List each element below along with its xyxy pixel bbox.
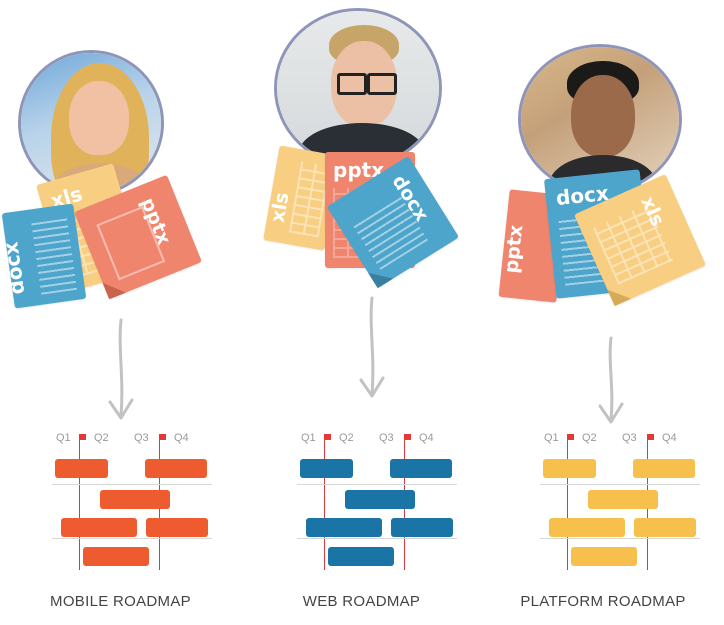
web-roadmap-title: WEB ROADMAP — [302, 593, 421, 610]
down-arrow-icon — [598, 336, 624, 424]
q3-label: Q3 — [379, 432, 394, 444]
row-divider — [297, 538, 457, 539]
row-divider — [52, 538, 212, 539]
marker-flag — [404, 434, 411, 440]
q4-label: Q4 — [419, 432, 434, 444]
man-glasses-avatar — [274, 8, 442, 168]
task-bar — [391, 518, 453, 537]
down-arrow-icon — [108, 318, 134, 420]
row-divider — [52, 484, 212, 485]
marker-flag — [159, 434, 166, 440]
task-bar — [306, 518, 382, 537]
platform-roadmap-column: pptx docx xls Q1 Q2 Q3 Q4 PLATFORM ROADM… — [482, 0, 724, 625]
mobile-roadmap-column: xls docx pptx Q1 Q2 Q3 Q4 MOBILE ROADMAP — [0, 0, 241, 625]
task-bar — [145, 459, 207, 478]
task-bar — [571, 547, 637, 566]
web-gantt-chart: Q1 Q2 Q3 Q4 — [297, 432, 457, 572]
marker-line — [567, 440, 568, 570]
task-bar — [83, 547, 149, 566]
task-bar — [390, 459, 452, 478]
q2-label: Q2 — [582, 432, 597, 444]
marker-line — [79, 440, 80, 570]
marker-flag — [647, 434, 654, 440]
task-bar — [345, 490, 415, 509]
q1-label: Q1 — [56, 432, 71, 444]
platform-roadmap-title: PLATFORM ROADMAP — [520, 593, 686, 610]
man-avatar — [518, 44, 682, 194]
q4-label: Q4 — [662, 432, 677, 444]
q3-label: Q3 — [622, 432, 637, 444]
task-bar — [634, 518, 696, 537]
row-divider — [297, 484, 457, 485]
row-divider — [540, 484, 700, 485]
marker-line — [324, 440, 325, 570]
task-bar — [588, 490, 658, 509]
web-roadmap-column: xls pptx docx Q1 Q2 Q3 Q4 WEB ROADMAP — [241, 0, 482, 625]
task-bar — [549, 518, 625, 537]
task-bar — [146, 518, 208, 537]
task-bar — [55, 459, 108, 478]
task-bar — [300, 459, 353, 478]
marker-flag — [567, 434, 574, 440]
q1-label: Q1 — [544, 432, 559, 444]
marker-flag — [324, 434, 331, 440]
q3-label: Q3 — [134, 432, 149, 444]
task-bar — [543, 459, 596, 478]
q2-label: Q2 — [94, 432, 109, 444]
row-divider — [540, 538, 700, 539]
task-bar — [100, 490, 170, 509]
task-bar — [61, 518, 137, 537]
q4-label: Q4 — [174, 432, 189, 444]
task-bar — [633, 459, 695, 478]
q1-label: Q1 — [301, 432, 316, 444]
marker-flag — [79, 434, 86, 440]
mobile-roadmap-title: MOBILE ROADMAP — [50, 593, 191, 610]
platform-gantt-chart: Q1 Q2 Q3 Q4 — [540, 432, 700, 572]
mobile-gantt-chart: Q1 Q2 Q3 Q4 — [52, 432, 212, 572]
docx-document-icon: docx — [0, 203, 87, 309]
down-arrow-icon — [359, 296, 385, 398]
task-bar — [328, 547, 394, 566]
q2-label: Q2 — [339, 432, 354, 444]
